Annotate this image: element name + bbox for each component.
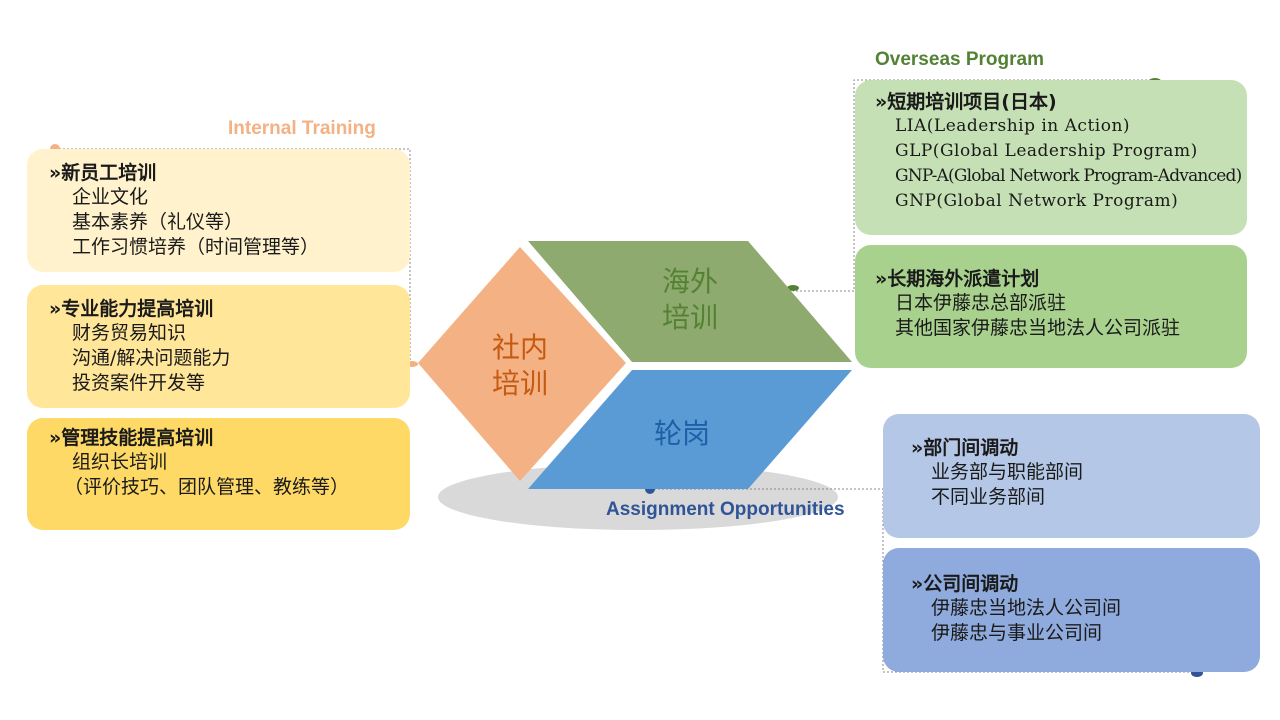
box-title: »新员工培训 — [49, 162, 157, 184]
box-item: GNP(Global Network Program) — [895, 191, 1179, 211]
box-title: »长期海外派遣计划 — [875, 268, 1040, 290]
box-title: »公司间调动 — [911, 573, 1019, 595]
box-item: 不同业务部间 — [931, 486, 1046, 508]
overseas-center-line-2: 培训 — [661, 301, 718, 334]
box-item: 伊藤忠当地法人公司间 — [931, 597, 1122, 619]
rotation-center-label: 轮岗 — [653, 417, 710, 450]
box-item: 日本伊藤忠总部派驻 — [895, 292, 1067, 314]
box-item: 组织长培训 — [72, 451, 168, 473]
internal-training-title: Internal Training — [228, 118, 376, 139]
overseas-program-title: Overseas Program — [875, 49, 1044, 70]
assignment-box-department: »部门间调动 业务部与职能部间 不同业务部间 — [883, 414, 1260, 538]
assignment-opportunities-title: Assignment Opportunities — [606, 499, 845, 520]
box-item: GLP(Global Leadership Program) — [895, 141, 1198, 161]
assignment-box-company: »公司间调动 伊藤忠当地法人公司间 伊藤忠与事业公司间 — [883, 548, 1260, 672]
box-title: »专业能力提高培训 — [49, 298, 214, 320]
overseas-box-long-term: »长期海外派遣计划 日本伊藤忠总部派驻 其他国家伊藤忠当地法人公司派驻 — [855, 245, 1247, 368]
box-item: 企业文化 — [72, 186, 149, 208]
internal-center-label: 社内 培训 — [470, 330, 570, 402]
box-item: GNP-A(Global Network Program-Advanced) — [895, 166, 1242, 186]
internal-diamond — [418, 247, 626, 481]
box-item: 工作习惯培养（时间管理等） — [72, 236, 320, 258]
box-item: 伊藤忠与事业公司间 — [931, 622, 1103, 644]
internal-box-new-employee: »新员工培训 企业文化 基本素养（礼仪等） 工作习惯培养（时间管理等） — [27, 149, 410, 272]
internal-center-line-1: 社内 — [491, 331, 548, 364]
overseas-center-label: 海外 培训 — [640, 264, 740, 336]
internal-center-line-2: 培训 — [491, 367, 548, 400]
rotation-parallelogram — [528, 370, 852, 489]
box-title: »部门间调动 — [911, 437, 1019, 459]
internal-box-professional: »专业能力提高培训 财务贸易知识 沟通/解决问题能力 投资案件开发等 — [27, 285, 410, 408]
overseas-parallelogram — [528, 241, 852, 362]
box-item: 业务部与职能部间 — [931, 461, 1084, 483]
box-item: LIA(Leadership in Action) — [895, 116, 1131, 136]
internal-box-management: »管理技能提高培训 组织长培训 （评价技巧、团队管理、教练等） — [27, 418, 410, 530]
box-item: 沟通/解决问题能力 — [72, 347, 231, 369]
box-item: 财务贸易知识 — [72, 322, 187, 344]
overseas-connector-dot-end — [787, 285, 799, 291]
box-title: »短期培训项目(日本) — [875, 91, 1057, 113]
box-title: »管理技能提高培训 — [49, 427, 214, 449]
overseas-box-short-term: »短期培训项目(日本) LIA(Leadership in Action) GL… — [855, 80, 1247, 235]
box-item: 投资案件开发等 — [72, 372, 206, 394]
box-item: （评价技巧、团队管理、教练等） — [64, 476, 350, 498]
box-item: 其他国家伊藤忠当地法人公司派驻 — [895, 317, 1181, 339]
overseas-center-line-1: 海外 — [661, 265, 718, 298]
box-item: 基本素养（礼仪等） — [72, 211, 244, 233]
